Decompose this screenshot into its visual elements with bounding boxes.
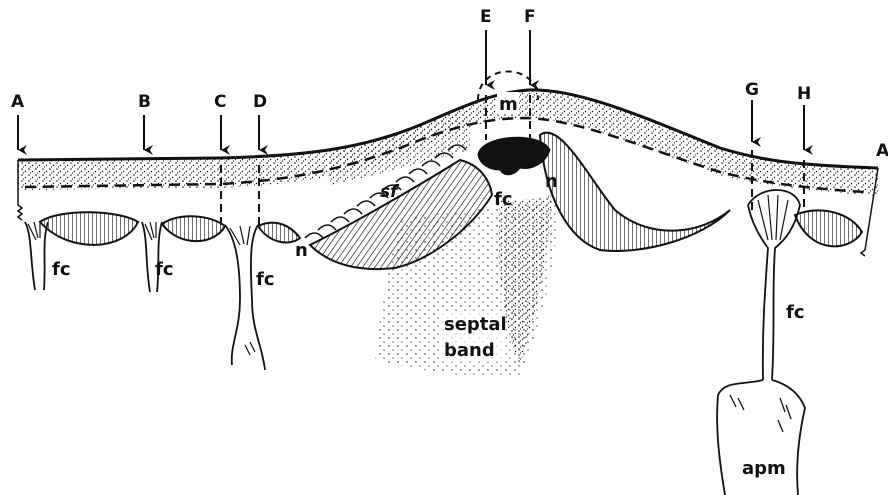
label-fc-3: fc (256, 269, 275, 290)
arrow-label-E: E (480, 7, 492, 27)
arrow-label-G: G (745, 80, 759, 100)
arrow-label-D: D (253, 92, 267, 112)
follicle-medium (225, 225, 265, 370)
label-fc-right: fc (786, 302, 805, 323)
dermal-right-lobe (795, 210, 862, 246)
label-n-left: n (295, 240, 308, 261)
label-apm: apm (742, 458, 786, 479)
follicle-small-2 (142, 222, 162, 292)
dermal-lobe-3 (258, 223, 300, 243)
arrow-label-A-right: A (876, 141, 888, 161)
dermal-lobe-1 (40, 212, 138, 245)
label-n-right: n (545, 171, 558, 192)
arrow-label-A: A (11, 92, 25, 112)
dermal-lobe-2 (162, 216, 225, 241)
arrow-label-F: F (524, 7, 536, 27)
label-band: band (444, 340, 495, 361)
label-septal: septal (444, 314, 507, 335)
follicle-small-1 (25, 222, 48, 290)
arrow-label-C: C (214, 92, 226, 112)
label-fc-center: fc (494, 189, 513, 210)
arrow-label-H: H (797, 84, 811, 104)
follicle-large (748, 190, 800, 380)
label-m: m (499, 94, 518, 115)
arrow-label-B: B (138, 92, 151, 112)
label-fc-1: fc (52, 259, 71, 280)
label-sf: sf (380, 182, 400, 202)
central-follicle (478, 137, 550, 175)
label-fc-2: fc (155, 259, 174, 280)
